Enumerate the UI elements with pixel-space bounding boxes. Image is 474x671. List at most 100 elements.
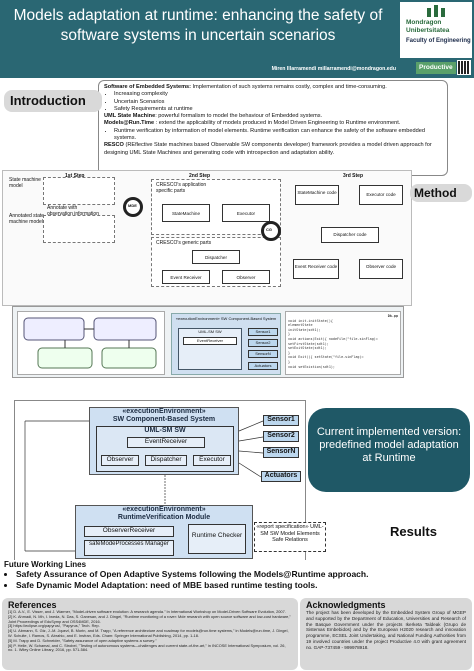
code-line: void init-initState(){ — [288, 318, 333, 323]
future-list: Safety Assurance of Open Adaptive System… — [4, 569, 470, 590]
references-section: References [1] D. A.V., E. Visser, and J… — [2, 598, 298, 670]
code-line: initState(sdt1); — [288, 327, 321, 332]
strip-actuators: Actuators — [248, 362, 278, 370]
cresco-generic-panel: CRESCO's generic parts Dispatcher Event … — [151, 237, 281, 287]
step-2-label: 2nd Step — [189, 173, 211, 179]
state-machine-model-panel — [43, 177, 115, 205]
cresco-specific-label: CRESCO's application specific parts — [156, 182, 207, 194]
observer-receiver-component: ObserverReceiver — [84, 526, 174, 537]
state-machine-model-label: State machine model — [9, 177, 41, 189]
observer-box: Observer — [222, 270, 270, 284]
future-working-lines: Future Working Lines Safety Assurance of… — [4, 560, 470, 598]
strip-sensor: Sensor2 — [248, 339, 278, 347]
uml-sm-label: UML-SM SW — [144, 427, 186, 434]
tool-screenshots: «executionEnvironment» SW Component-Base… — [12, 306, 404, 378]
implementation-callout: Current implemented version: predefined … — [308, 408, 470, 492]
future-title: Future Working Lines — [4, 560, 87, 569]
code-line: } — [288, 350, 291, 355]
future-item: Safety Assurance of Open Adaptive System… — [16, 569, 470, 580]
code-line: } — [288, 359, 291, 364]
runtime-checker-component: Runtime Checker — [188, 524, 246, 554]
reference-item: [4] U. Abmann, S. Gtz, J.-M. Jquezl, B. … — [8, 628, 289, 638]
mde-gear-icon: MDE — [123, 197, 143, 217]
resco-label: RESCO — [104, 142, 124, 149]
swcbs-title: SW Component-Based System — [112, 416, 216, 423]
component-model-screenshot: «executionEnvironment» SW Component-Base… — [171, 313, 281, 375]
observer-component: Observer — [101, 455, 139, 466]
acknowledgments-text: The project has been developed by the Em… — [306, 610, 466, 650]
author-line: Miren Illarramendi millarramendi@mondrag… — [271, 66, 396, 72]
gear-label: MDE — [128, 203, 137, 208]
statemachine-code-box: StateMachine code — [295, 185, 339, 205]
state-machine-screenshot — [17, 311, 165, 375]
reference-item: [1] D. A.V., E. Visser, and J. Warmer, "… — [8, 609, 286, 614]
executor-box: Executor — [222, 204, 270, 222]
strip-code-title: Dk.pp — [387, 314, 398, 318]
strip-uml-sm-box: UML-SM SW EventReceiver — [178, 328, 242, 370]
mondragon-mark-icon — [427, 5, 445, 17]
executor-code-box: Executor code — [359, 185, 403, 205]
introduction-box: Software of Embedded Systems: Implementa… — [98, 80, 448, 176]
sensor-2: Sensor2 — [263, 431, 299, 442]
annotated-model-panel — [43, 215, 115, 243]
reference-item: [5] M. Trapp and D. Schneider, "Safety a… — [8, 637, 157, 643]
productive-badge: Productive — [416, 62, 456, 74]
mrt-bullet: Runtime verification by information of m… — [114, 128, 442, 143]
intro-bullets: Increasing complexity Uncertain Scenario… — [104, 91, 442, 113]
mrt-bullets: Runtime verification by information of m… — [104, 128, 442, 143]
qr-code-icon — [457, 60, 471, 75]
state-machine-sketch-icon — [23, 317, 157, 369]
method-heading: Method — [410, 184, 472, 202]
soe-text: Implementation of such systems remains c… — [191, 84, 387, 90]
reference-item: [2] K. Ahmadi, N. Mh, I. Iweda, N. Das, … — [8, 613, 291, 624]
intro-bullet: Uncertain Scenarios — [114, 99, 442, 106]
sw-component-system-box: «executionEnvironment» SW Component-Base… — [89, 407, 239, 475]
uml-sm-sw-box: UML-SM SW EventReceiver Observer Dispatc… — [96, 426, 234, 472]
cg-gear-icon: CG — [261, 221, 281, 241]
mrt-text: : extend the applicability of models pro… — [154, 120, 401, 127]
university-logo: Mondragon Unibertsitatea Faculty of Engi… — [400, 2, 472, 58]
logo-faculty: Faculty of Engineering — [406, 38, 471, 44]
poster-title: Models adaptation at runtime: enhancing … — [13, 7, 383, 44]
rv-env-title: «executionEnvironment» — [122, 506, 206, 513]
intro-bullet: Increasing complexity — [114, 91, 442, 98]
results-diagram: «executionEnvironment» SW Component-Base… — [14, 400, 306, 562]
acknowledgments-section: Acknowledgments The project has been dev… — [300, 598, 472, 670]
results-heading: Results — [390, 524, 437, 539]
event-receiver-component: EventReceiver — [127, 437, 205, 448]
mrt-label: Models@Run.Time — [104, 120, 155, 127]
code-line: void actions(Exit){ nodeFile("file-sinFl… — [288, 336, 378, 341]
event-receiver-box: Event Receiver — [162, 270, 210, 284]
code-line: setExitState(sdt1); — [288, 346, 327, 351]
sensor-n: SensorN — [263, 447, 299, 458]
annotated-model-label: Annotated state machine model — [9, 213, 45, 225]
introduction-heading: Introduction — [4, 90, 102, 112]
executor-component: Executor — [193, 455, 231, 466]
logo-name: Mondragon Unibertsitatea — [406, 19, 450, 34]
rv-title: RuntimeVerification Module — [117, 514, 211, 521]
runtime-verification-box: «executionEnvironment» RuntimeVerificati… — [75, 505, 253, 559]
observer-code-box: Observer code — [359, 259, 403, 279]
strip-sensor: SensorN — [248, 350, 278, 358]
header-banner: Models adaptation at runtime: enhancing … — [0, 0, 474, 78]
annotate-label: Annotate with observation information — [47, 205, 99, 217]
uml-text: : powerful formalism to model the behavi… — [155, 113, 323, 120]
strip-uml-sm-label: UML-SM SW — [198, 329, 222, 334]
env-title: «executionEnvironment» — [122, 408, 206, 415]
cresco-generic-label: CRESCO's generic parts — [156, 240, 212, 246]
step-3-label: 3rd Step — [343, 173, 364, 179]
code-line: elementState — [288, 323, 313, 328]
report-specification: «report specification» UML-SM SW Model E… — [254, 522, 326, 552]
resco-text: (REflective State machines based Observa… — [104, 142, 432, 156]
acknowledgments-title: Acknowledgments — [306, 600, 386, 610]
code-line: void Exit(){ setState("file-sinFlag)= — [288, 355, 364, 360]
reference-item: [6] P. Helle, W. Schamai, and C. Strobel… — [8, 642, 286, 653]
strip-model-title: «executionEnvironment» SW Component-Base… — [175, 316, 277, 321]
references-list: [1] D. A.V., E. Visser, and J. Warmer, "… — [8, 609, 292, 653]
future-item: Safe Dynamic Model Adaptation: need of M… — [16, 580, 470, 591]
sensor-1: Sensor1 — [263, 415, 299, 426]
references-title: References — [8, 600, 57, 610]
cresco-specific-panel: CRESCO's application specific parts Stat… — [151, 179, 281, 235]
code-line: } — [288, 332, 291, 337]
